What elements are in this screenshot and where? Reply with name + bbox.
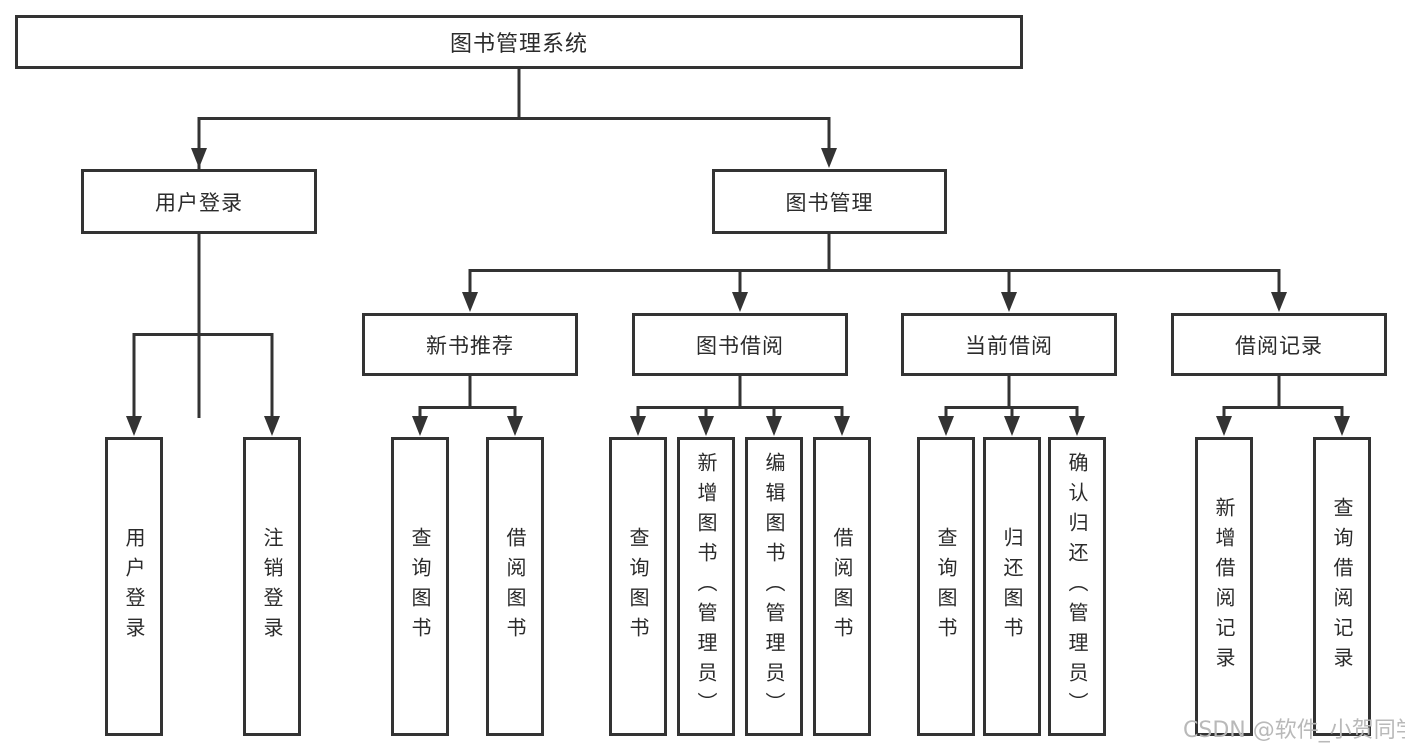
node-book-mgmt-label: 图书管理 [785,190,874,215]
leaf-user-login-label: 用户登录 [122,526,146,647]
node-book-borrow: 图书借阅 [632,313,848,376]
connector-mgmt-to-level3 [462,233,1287,312]
node-new-book-rec: 新书推荐 [362,313,578,376]
leaf-rec-borrow-books: 借阅图书 [486,437,544,736]
leaf-add-borrow-record: 新增借阅记录 [1195,437,1253,736]
node-user-login-label: 用户登录 [155,190,243,215]
leaf-add-borrow-record-label: 新增借阅记录 [1212,496,1236,677]
leaf-cur-query-books: 查询图书 [917,437,975,736]
node-root: 图书管理系统 [15,15,1023,69]
leaf-edit-books-admin-label: 编辑图书（管理员） [762,451,786,722]
leaf-confirm-return-admin: 确认归还（管理员） [1048,437,1106,736]
connector-current-to-children [938,375,1085,436]
leaf-rec-borrow-books-label: 借阅图书 [503,526,527,647]
node-book-mgmt: 图书管理 [712,169,947,234]
leaf-return-books: 归还图书 [983,437,1041,736]
node-current-borrow: 当前借阅 [901,313,1117,376]
connector-login-to-children [126,233,280,436]
connector-rec-to-children [412,375,523,436]
leaf-rec-query-books: 查询图书 [391,437,449,736]
leaf-return-books-label: 归还图书 [1000,526,1024,647]
leaf-edit-books-admin: 编辑图书（管理员） [745,437,803,736]
connector-records-to-children [1216,375,1350,436]
leaf-query-borrow-record: 查询借阅记录 [1313,437,1371,736]
leaf-borrow-query-books: 查询图书 [609,437,667,736]
leaf-logout-label: 注销登录 [260,526,284,647]
node-root-label: 图书管理系统 [449,32,588,57]
node-borrow-records-label: 借阅记录 [1235,333,1323,358]
node-user-login: 用户登录 [81,169,317,234]
leaf-user-login: 用户登录 [105,437,163,736]
leaf-confirm-return-admin-label: 确认归还（管理员） [1065,451,1089,722]
leaf-cur-query-books-label: 查询图书 [934,526,958,647]
node-new-book-rec-label: 新书推荐 [426,333,514,358]
connector-borrow-to-children [630,375,850,436]
leaf-rec-query-books-label: 查询图书 [408,526,432,647]
node-borrow-records: 借阅记录 [1171,313,1387,376]
node-book-borrow-label: 图书借阅 [696,333,784,358]
leaf-borrow-query-books-label: 查询图书 [626,526,650,647]
leaf-logout: 注销登录 [243,437,301,736]
leaf-borrow-books: 借阅图书 [813,437,871,736]
leaf-query-borrow-record-label: 查询借阅记录 [1330,496,1354,677]
csdn-watermark: CSDN @软件_小贺同学 [1183,718,1405,743]
leaf-add-books-admin: 新增图书（管理员） [677,437,735,736]
leaf-add-books-admin-label: 新增图书（管理员） [694,451,718,722]
node-current-borrow-label: 当前借阅 [965,333,1053,358]
leaf-borrow-books-label: 借阅图书 [830,526,854,647]
